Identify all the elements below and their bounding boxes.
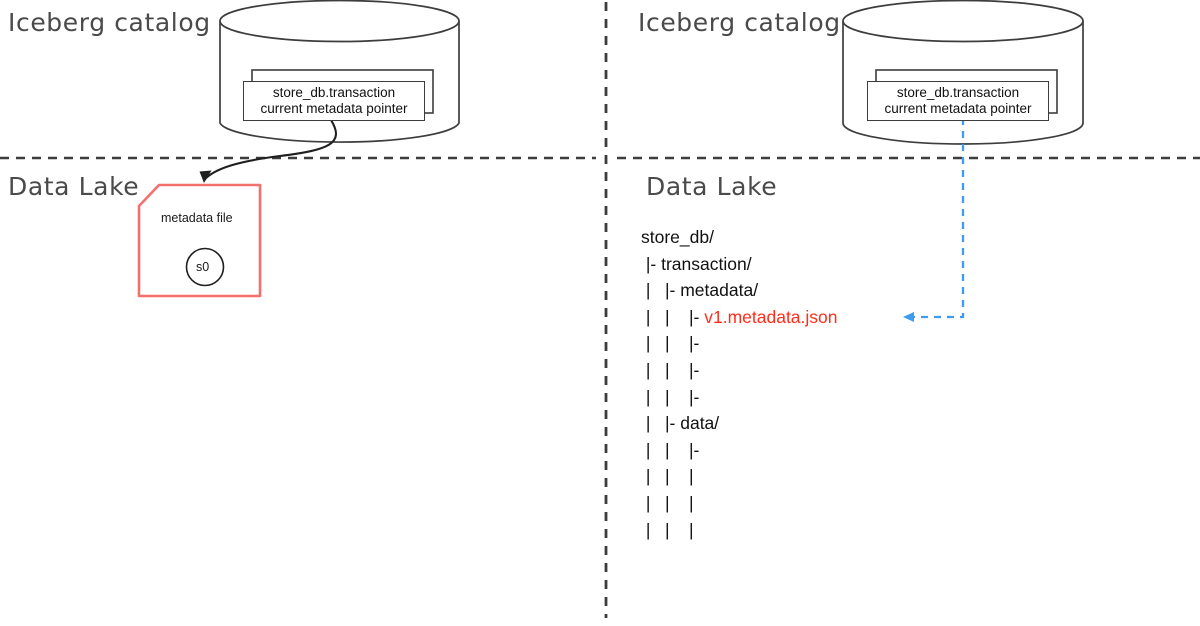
file-tree-prefix: | | |- — [641, 333, 700, 354]
file-tree-prefix: | | | — [641, 466, 694, 487]
file-tree-row: | |- data/ — [641, 410, 838, 437]
file-tree-prefix: | |- data/ — [641, 413, 720, 434]
right-catalog-card[interactable]: store_db.transaction current metadata po… — [867, 81, 1049, 121]
file-tree-prefix: store_db/ — [641, 227, 714, 247]
left-card-line1: store_db.transaction — [272, 85, 396, 101]
file-tree-row: | | |- — [641, 437, 838, 464]
right-pointer-arrow — [903, 118, 965, 322]
metadata-file-shape — [137, 183, 262, 298]
left-pointer-arrow — [199, 118, 337, 183]
metadata-file-label: metadata file — [161, 211, 233, 225]
right-iceberg-catalog-heading: Iceberg catalog — [638, 8, 841, 37]
left-iceberg-catalog-heading: Iceberg catalog — [8, 8, 211, 37]
snapshot-label-s0: s0 — [196, 260, 210, 274]
left-data-lake-heading: Data Lake — [8, 172, 140, 201]
right-catalog-cylinder — [842, 0, 1084, 145]
file-tree-highlighted-file[interactable]: v1.metadata.json — [704, 306, 838, 327]
file-tree-row: |- transaction/ — [641, 251, 838, 278]
file-tree-prefix: | |- metadata/ — [641, 280, 759, 301]
file-tree: store_db/ |- transaction/ | |- metadata/… — [641, 224, 838, 543]
file-tree-prefix: | | |- — [641, 359, 700, 380]
file-tree-row: | | |- — [641, 357, 838, 384]
file-tree-row: | | |- v1.metadata.json — [641, 304, 838, 331]
right-card-line1: store_db.transaction — [896, 85, 1020, 101]
file-tree-row: | | | — [641, 517, 838, 544]
file-tree-row: store_db/ — [641, 224, 838, 251]
left-catalog-card[interactable]: store_db.transaction current metadata po… — [243, 81, 425, 121]
file-tree-prefix: | | |- — [641, 386, 700, 407]
file-tree-prefix: | | |- — [641, 306, 705, 327]
file-tree-prefix: |- transaction/ — [641, 253, 752, 274]
file-tree-row: | | | — [641, 463, 838, 490]
file-tree-prefix: | | |- — [641, 439, 700, 460]
file-tree-prefix: | | | — [641, 492, 694, 513]
file-tree-prefix: | | | — [641, 519, 694, 540]
file-tree-row: | | |- — [641, 330, 838, 357]
right-data-lake-heading: Data Lake — [646, 172, 778, 201]
file-tree-row: | |- metadata/ — [641, 277, 838, 304]
file-tree-row: | | |- — [641, 384, 838, 411]
right-card-line2: current metadata pointer — [884, 101, 1032, 116]
left-card-line2: current metadata pointer — [260, 101, 408, 116]
file-tree-row: | | | — [641, 490, 838, 517]
